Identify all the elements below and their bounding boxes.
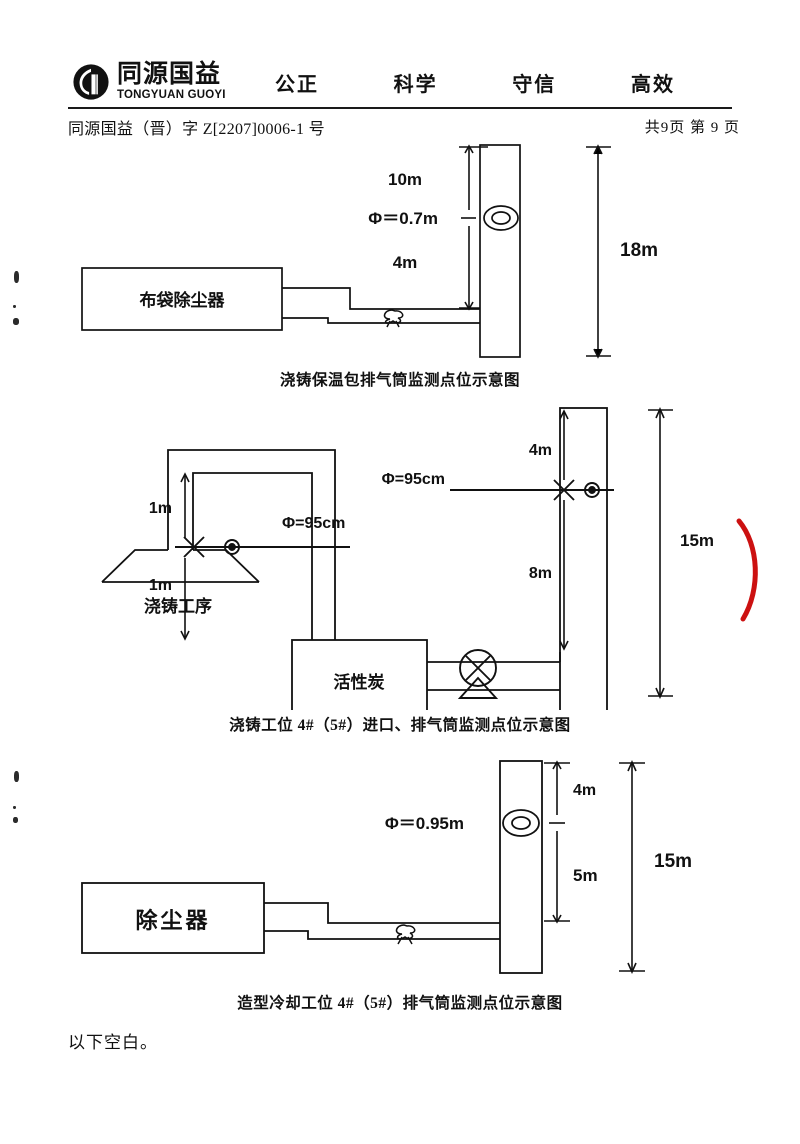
dust-collector-box (81, 882, 265, 954)
stack-body (559, 407, 608, 710)
figure-3-equipment-label: 除尘器 (135, 908, 210, 933)
figure-2-inlet-dim-above: 1m (149, 500, 172, 517)
slogan-row: 公正 科学 守信 高效 (275, 68, 675, 97)
figure-1-stack-height: 18m (620, 240, 658, 261)
figure-2-caption: 浇铸工位 4#（5#）进口、排气筒监测点位示意图 (229, 717, 571, 734)
figure-3-diagram: 4m 5m 15m 除尘器 Φ＝0.95m (81, 760, 692, 974)
figure-1-diameter-label: Φ＝0.7m (368, 209, 438, 228)
tail-note: 以下空白。 (68, 1033, 158, 1052)
slogan-2: 科学 (393, 74, 438, 96)
figure-2-stack-diameter-label: Φ=95cm (382, 471, 445, 488)
scan-speck (13, 305, 16, 308)
figure-3-stack-height: 15m (654, 851, 692, 872)
figure-3-diameter-label: Φ＝0.95m (385, 814, 464, 833)
logo-company-name-cn: 同源国益 (117, 60, 222, 88)
figure-3-dim-above: 4m (573, 782, 596, 799)
slogan-3: 守信 (512, 74, 557, 96)
slogan-1: 公正 (275, 74, 319, 96)
fan-icon (457, 649, 499, 699)
figure-2-inlet-dim-below: 1m (149, 577, 172, 594)
figure-1-equipment-label: 布袋除尘器 (140, 290, 226, 310)
header-divider (68, 107, 732, 109)
figure-1-dim-above: 10m (388, 170, 422, 189)
butterfly-valve-icon (383, 309, 404, 328)
stack-body (499, 760, 543, 974)
stack-body (479, 144, 521, 358)
figure-2-stack-dim-above: 4m (529, 442, 552, 459)
slogan-4: 高效 (630, 74, 675, 96)
figure-3: 4m 5m 15m 除尘器 Φ＝0.95m 造型冷却工位 4#（5#）排气筒监测… (60, 755, 740, 1025)
stamp-arc-mark (736, 518, 758, 622)
baghouse-box (81, 267, 283, 331)
figure-1-dim-below: 4m (393, 253, 418, 272)
figure-2-inlet-diameter-label: Φ=95cm (282, 515, 345, 532)
scan-speck (13, 806, 16, 809)
figure-1: 布袋除尘器 10m 4m Φ＝0.7m 18m 浇铸保温包排气筒监测点位示意图 (60, 140, 740, 390)
figure-2-stack-height: 15m (680, 531, 714, 550)
scan-speck (14, 771, 19, 782)
sampling-port-icon (502, 809, 540, 837)
scan-speck (13, 817, 18, 823)
figure-2-stack-marker (450, 479, 614, 501)
figure-1-caption: 浇铸保温包排气筒监测点位示意图 (279, 372, 520, 389)
figure-3-caption: 造型冷却工位 4#（5#）排气筒监测点位示意图 (237, 995, 563, 1012)
figure-2-equipment-label: 活性炭 (334, 672, 385, 692)
butterfly-valve-icon (395, 924, 416, 945)
company-logo: 同源国益 TONGYUAN GUOYI (72, 62, 226, 102)
logo-company-name-en: TONGYUAN GUOYI (117, 89, 226, 101)
figure-1-diagram: 布袋除尘器 10m 4m Φ＝0.7m 18m (81, 144, 658, 359)
sampling-port-icon (483, 205, 519, 231)
page-indicator: 共9页 第 9 页 (644, 120, 740, 136)
activated-carbon-box (291, 639, 428, 710)
circular-emblem-icon (73, 64, 109, 100)
scan-speck (14, 271, 19, 283)
figure-2-inlet-marker (175, 536, 350, 558)
figure-2-source-label: 浇铸工序 (144, 596, 212, 616)
scan-speck (13, 318, 19, 325)
figure-2-stack-dim-below: 8m (529, 565, 552, 582)
figure-2-diagram: Φ=95cm 1m 1m Φ=95cm (101, 407, 714, 710)
figure-2: Φ=95cm 1m 1m Φ=95cm (60, 400, 740, 740)
figure-3-dim-below: 5m (573, 866, 598, 885)
document-number: 同源国益（晋）字 Z[2207]0006-1 号 (68, 121, 325, 138)
